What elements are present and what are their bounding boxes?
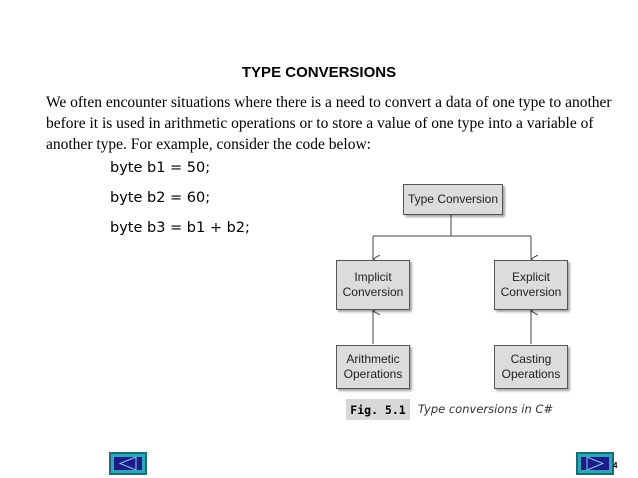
implicit-label-line-2: Conversion [342,285,404,299]
code-line-1: byte b1 = 50; [110,160,211,176]
arithmetic-label-line-1: Arithmetic [346,352,400,366]
triangle-left-icon [119,457,137,470]
next-button-face [581,457,609,470]
code-line-3: byte b3 = b1 + b2; [110,220,250,236]
type-conversion-box: Type Conversion [403,184,503,215]
next-slide-button[interactable] [576,452,614,475]
intro-paragraph: We often encounter situations where ther… [46,94,612,153]
explicit-conversion-label: Explicit Conversion [501,270,562,300]
explicit-label-line-2: Conversion [500,285,562,299]
figure-caption: Type conversions in C# [418,402,554,416]
casting-operations-label: Casting Operations [502,352,561,382]
code-line-2: byte b2 = 60; [110,190,211,206]
page-number: 4 [613,461,618,470]
casting-operations-box: Casting Operations [494,345,568,389]
explicit-conversion-box: Explicit Conversion [494,260,568,310]
type-conversion-label: Type Conversion [407,192,499,206]
arithmetic-label-line-2: Operations [343,367,403,381]
arithmetic-operations-label: Arithmetic Operations [344,352,403,382]
prev-button-face [114,457,142,470]
implicit-conversion-box: Implicit Conversion [336,260,410,310]
implicit-conversion-label: Implicit Conversion [343,270,404,300]
prev-slide-button[interactable] [109,452,147,475]
explicit-label-line-1: Explicit [511,270,550,284]
slide-title: TYPE CONVERSIONS [241,64,397,81]
triangle-right-icon [586,457,604,470]
implicit-label-line-1: Implicit [354,270,392,284]
casting-label-line-2: Operations [501,367,561,381]
figure-label: Fig. 5.1 [346,399,410,420]
arithmetic-operations-box: Arithmetic Operations [336,345,410,389]
casting-label-line-1: Casting [510,352,552,366]
